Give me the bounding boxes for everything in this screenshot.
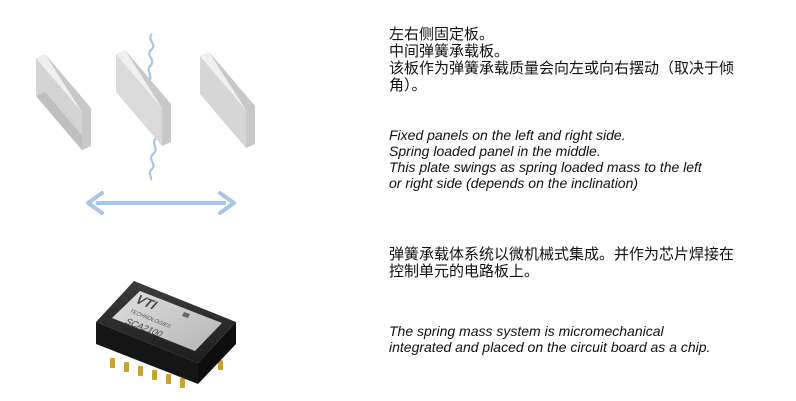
en-system-description: The spring mass system is micromechanica…: [389, 323, 710, 355]
en-panels-line: Fixed panels on the left and right side.: [389, 127, 626, 143]
cn-panels-line: 该板作为弹簧承载质量会向左或向右摆动（取决于倾: [389, 59, 735, 77]
en-panels-description: Fixed panels on the left and right side.…: [389, 127, 702, 191]
en-panels-line: This plate swings as spring loaded mass …: [389, 159, 702, 175]
en-system-line: integrated and placed on the circuit boa…: [389, 339, 711, 355]
sca2100-chip: VTI TECHNOLOGIES SCA2100: [96, 281, 236, 388]
left-fixed-panel: [36, 54, 91, 150]
right-fixed-panel: [200, 52, 255, 148]
en-system-line: The spring mass system is micromechanica…: [389, 323, 664, 339]
cn-system-description: 弹簧承载体系统以微机械式集成。并作为芯片焊接在 控制单元的电路板上。: [389, 246, 734, 280]
spring-bottom: [148, 137, 157, 181]
cn-panels-description: 左右侧固定板。 中间弹簧承载板。 该板作为弹簧承载质量会向左或向右摆动（取决于倾…: [389, 26, 734, 94]
cn-panels-line: 中间弹簧承载板。: [389, 42, 510, 60]
middle-spring-panel: [116, 50, 171, 146]
chip-pins: [110, 358, 223, 388]
cn-system-line: 弹簧承载体系统以微机械式集成。并作为芯片焊接在: [389, 245, 735, 263]
spring-mass-illustration: VTI TECHNOLOGIES SCA2100: [36, 33, 255, 388]
en-panels-line: Spring loaded panel in the middle.: [389, 143, 601, 159]
chip-brand: VTI: [132, 293, 161, 312]
chip-logo-icon: [182, 312, 190, 318]
spring-top: [147, 33, 155, 81]
en-panels-line: or right side (depends on the inclinatio…: [389, 175, 639, 191]
cn-system-line: 控制单元的电路板上。: [389, 262, 540, 280]
cn-panels-line: 左右侧固定板。: [389, 25, 495, 43]
swing-direction-arrow: [86, 191, 236, 215]
cn-panels-line: 角）。: [389, 76, 427, 94]
